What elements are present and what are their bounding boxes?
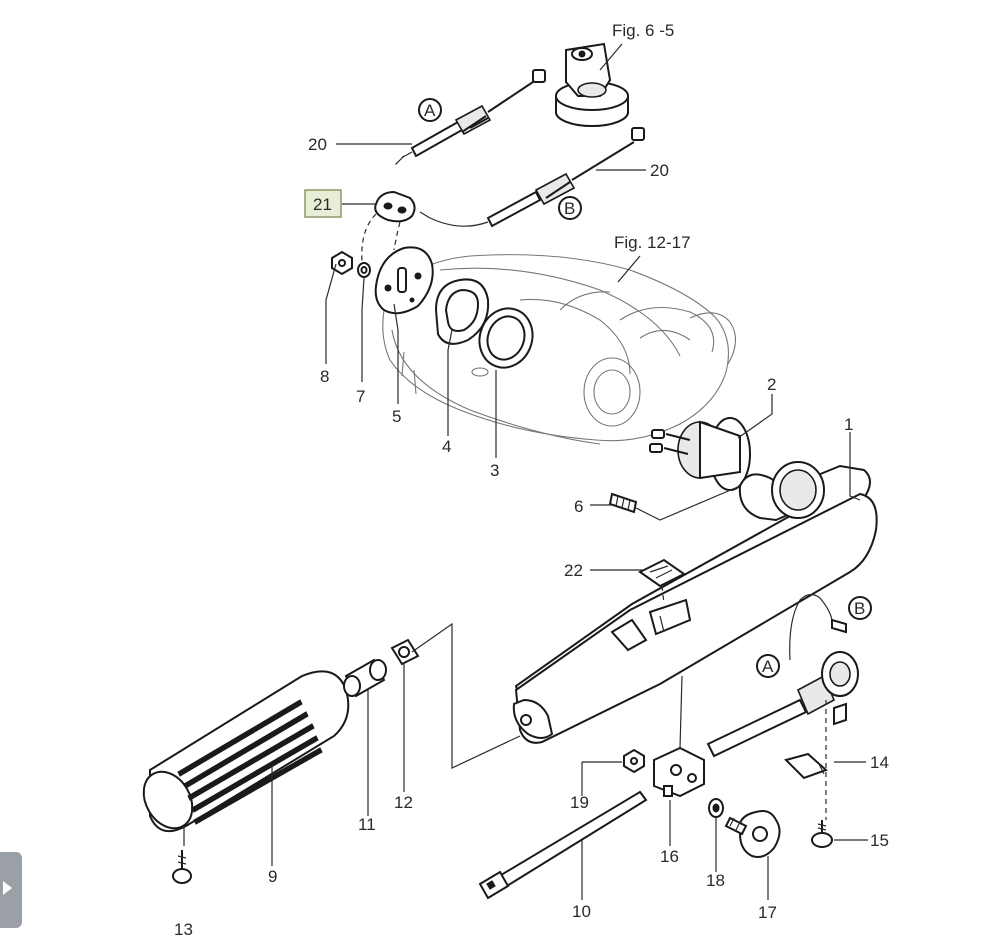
callout-4: 4 [442, 437, 451, 456]
connector-a-label-top: A [424, 101, 436, 120]
callout-2: 2 [767, 375, 776, 394]
callout-10: 10 [572, 902, 591, 921]
hex-nut-small [331, 250, 353, 276]
side-panel-toggle[interactable] [0, 852, 22, 928]
callout-9: 9 [268, 867, 277, 886]
cable-connection-assembly [706, 593, 859, 820]
throttle-cable-a [395, 69, 546, 165]
callout-22: 22 [564, 561, 583, 580]
throttle-grip [142, 670, 350, 846]
connector-a-label-bottom: A [762, 657, 774, 676]
callout-19: 19 [570, 793, 589, 812]
chevron-right-icon [3, 881, 12, 895]
callout-15: 15 [870, 831, 889, 850]
callout-1: 1 [844, 415, 853, 434]
callout-14: 14 [870, 753, 889, 772]
id-label-plate [638, 558, 686, 605]
screw-13 [172, 850, 192, 884]
connector-b-badge-bottom [848, 596, 872, 620]
callout-20-top: 20 [308, 135, 327, 154]
callout-3: 3 [490, 461, 499, 480]
engine-cover-fig-12-17 [382, 254, 737, 445]
fig-6-5-label: Fig. 6 -5 [612, 21, 674, 40]
callout-21-highlight [304, 189, 342, 218]
seal-ring [478, 307, 534, 369]
connector-a-badge-top [418, 98, 442, 122]
connector-b-label-bottom: B [854, 599, 865, 618]
callout-17: 17 [758, 903, 777, 922]
callout-12: 12 [394, 793, 413, 812]
friction-knob [724, 810, 781, 858]
callout-20-bottom: 20 [650, 161, 669, 180]
grip-bushing [343, 658, 387, 698]
leader-lines [271, 143, 868, 900]
callout-6: 6 [574, 497, 583, 516]
callout-16: 16 [660, 847, 679, 866]
tiller-grommet [649, 417, 751, 491]
fig-6-5-component [555, 42, 629, 127]
throttle-shaft [478, 790, 648, 900]
screw-15 [811, 820, 833, 848]
fig-12-17-label: Fig. 12-17 [614, 233, 691, 252]
connector-b-label-top: B [564, 199, 575, 218]
connector-a-badge-bottom [756, 654, 780, 678]
washer-18 [708, 798, 724, 818]
tiller-arm [512, 461, 878, 744]
cable-grommet [361, 190, 416, 263]
stud-bolt [608, 485, 741, 521]
callout-21: 21 [313, 195, 332, 214]
cable-clip [784, 752, 828, 780]
connector-b-badge-top [558, 196, 582, 220]
gasket-outer [434, 278, 490, 345]
callout-18: 18 [706, 871, 725, 890]
callout-13: 13 [174, 920, 193, 939]
callout-5: 5 [392, 407, 401, 426]
mounting-plate [374, 246, 434, 315]
callout-11: 11 [358, 815, 376, 834]
washer-small [357, 262, 371, 278]
hex-nut-19 [623, 748, 645, 774]
callout-8: 8 [320, 367, 329, 386]
callout-7: 7 [356, 387, 365, 406]
throttle-cable-b [419, 127, 645, 228]
throttle-bracket [653, 675, 705, 798]
grip-screw-12 [390, 622, 521, 769]
